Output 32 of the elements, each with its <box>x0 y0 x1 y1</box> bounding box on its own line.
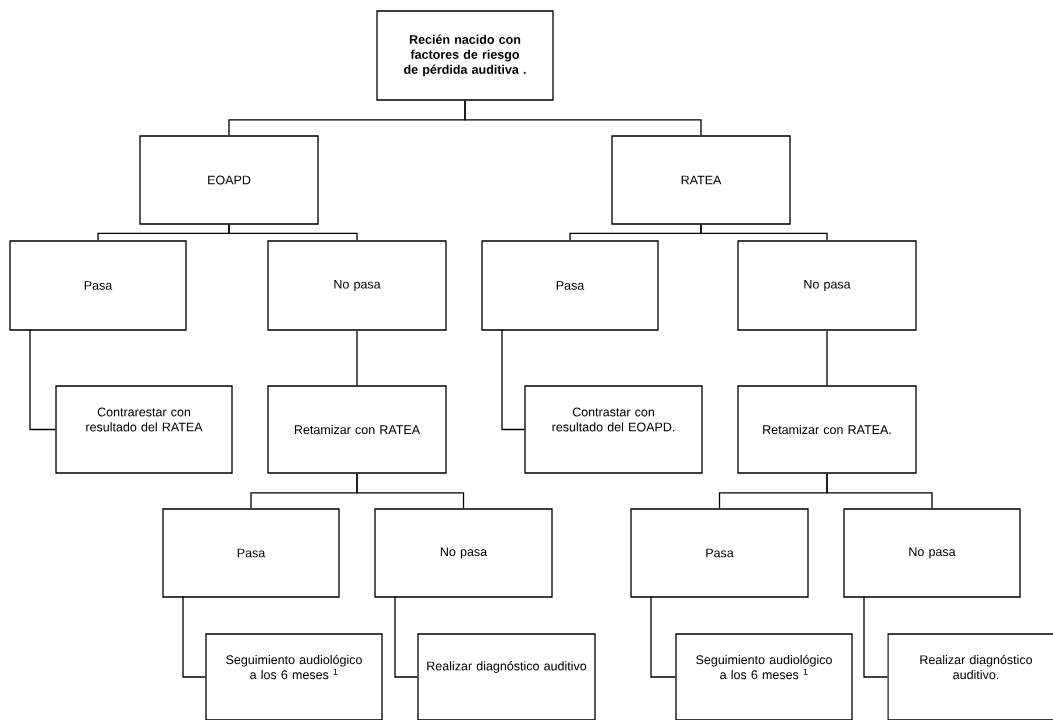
process-box: Pasa <box>162 508 340 598</box>
process-box: Contrarestar con resultado del RATEA <box>55 385 233 474</box>
process-box: No pasa <box>374 508 553 598</box>
process-box: Retamizar con RATEA <box>267 385 447 474</box>
connector <box>826 473 933 509</box>
process-box: Contrastar con resultado del EOAPD. <box>524 385 703 474</box>
process-box: Pasa <box>481 240 659 331</box>
process-box: Retamizar con RATEA. <box>737 385 917 474</box>
connector <box>356 330 358 386</box>
process-box: EOAPD <box>139 135 319 225</box>
process-box: Seguimiento audiológico a los 6 meses $^{1}$ <box>205 633 383 720</box>
connector <box>394 595 418 678</box>
process-box: Pasa <box>9 240 187 331</box>
process-box: Realizar diagnóstico auditivo <box>417 633 596 720</box>
process-box: No pasa <box>267 240 447 331</box>
connector <box>826 330 828 386</box>
connector <box>501 328 525 431</box>
connector <box>464 100 702 136</box>
connector <box>700 224 828 241</box>
connector <box>863 595 888 678</box>
process-box: Recién nacido con factores de riesgo de pérdida auditiva . <box>376 10 554 101</box>
connector <box>228 224 358 241</box>
process-box: RATEA <box>611 135 791 225</box>
connector <box>29 328 56 431</box>
connector <box>182 595 206 678</box>
process-box: Realizar diagnóstico auditivo. <box>887 633 1053 720</box>
connector <box>650 595 676 678</box>
process-box: No pasa <box>737 240 917 331</box>
process-box: Seguimiento audiológico a los 6 meses $^{1}$ <box>675 633 853 720</box>
process-box: No pasa <box>843 508 1021 598</box>
connector <box>356 473 465 509</box>
process-box: Pasa <box>630 508 809 598</box>
